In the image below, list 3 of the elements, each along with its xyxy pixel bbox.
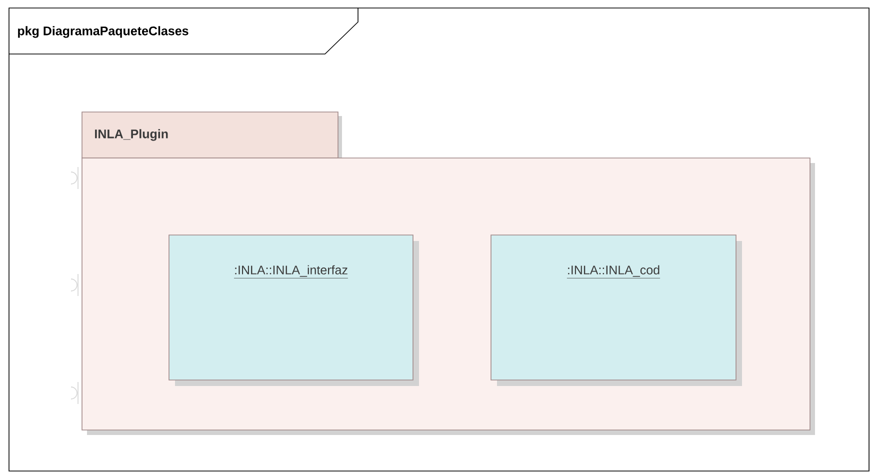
- instance-box: :INLA::INLA_interfaz: [168, 234, 419, 386]
- instance-box: :INLA::INLA_cod: [490, 234, 742, 386]
- node-label: INLA_Plugin: [95, 129, 168, 141]
